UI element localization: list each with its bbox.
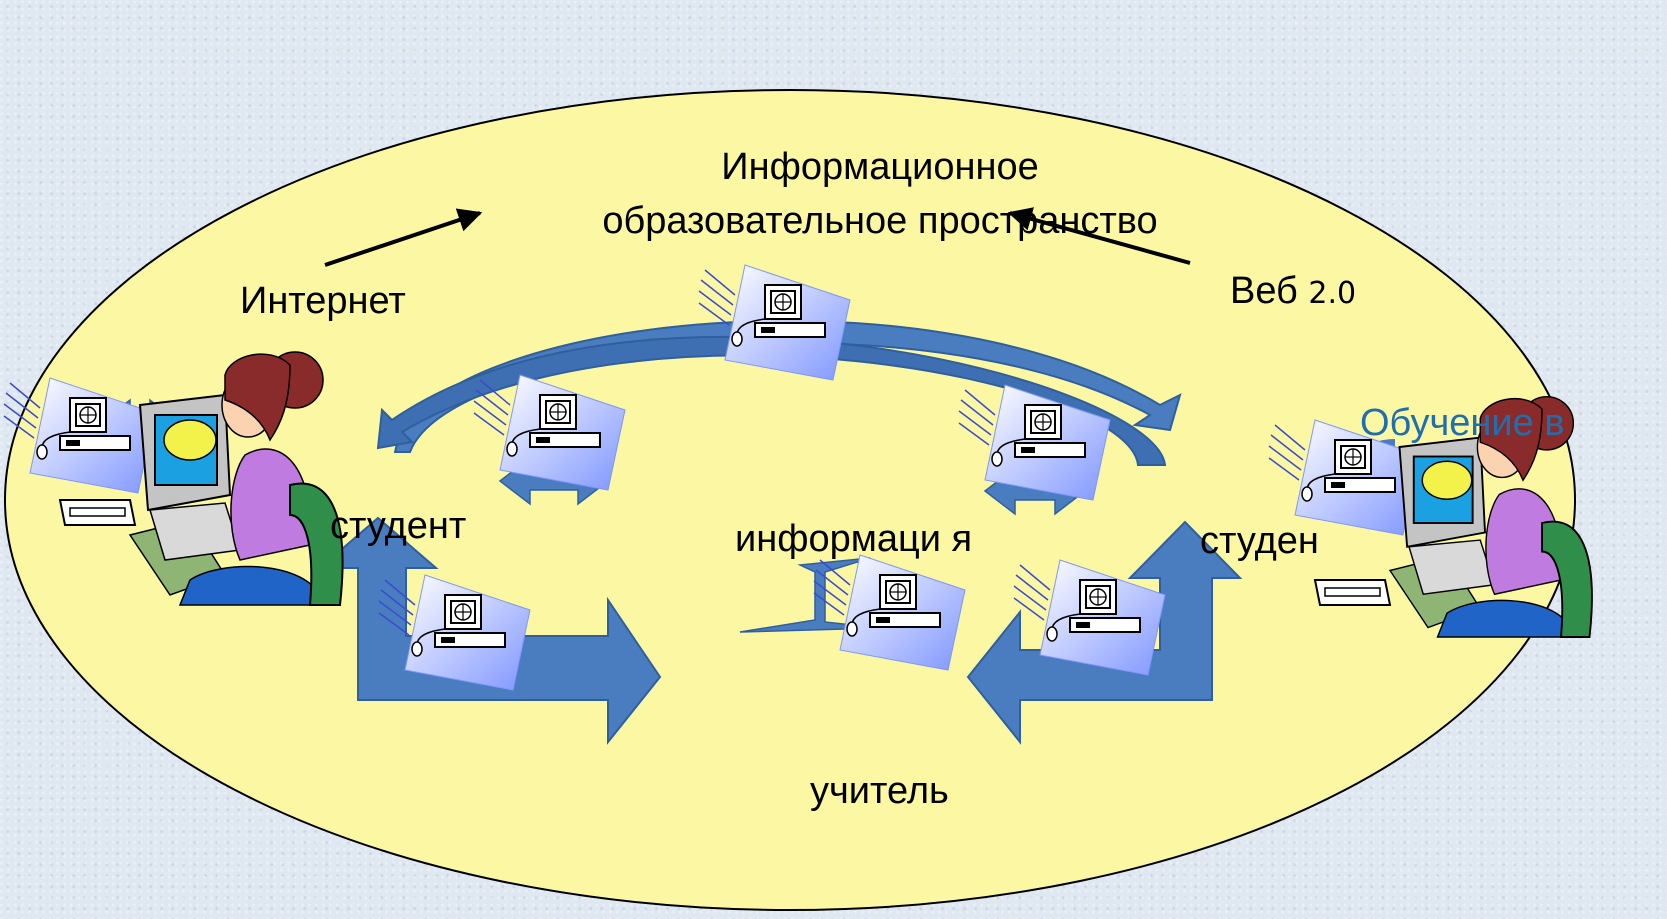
teacher-to-student-left-arrow: [317, 516, 662, 745]
internet-label: Интернет: [240, 280, 406, 322]
information-label: информаци я: [735, 518, 973, 560]
printer-icon-right: [1313, 579, 1392, 606]
teacher-to-student-right-arrow: [966, 520, 1243, 745]
teacher-label: учитель: [810, 770, 949, 812]
printer-icon-left: [58, 499, 137, 526]
web-version-label: 2.0: [1308, 276, 1357, 311]
web-arrow: [1007, 207, 1191, 265]
student-left-label: студент: [330, 505, 467, 547]
web-label: Веб: [1230, 270, 1298, 312]
elearning-label: Обучение в: [1360, 402, 1565, 444]
web-label-group: Веб 2.0: [1230, 270, 1356, 313]
diagram-title: Информационное образовательное пространс…: [602, 146, 1158, 242]
student-right-label: студен: [1200, 520, 1319, 562]
information-space-ellipse: [4, 89, 1576, 911]
internet-arrow: [324, 208, 483, 267]
